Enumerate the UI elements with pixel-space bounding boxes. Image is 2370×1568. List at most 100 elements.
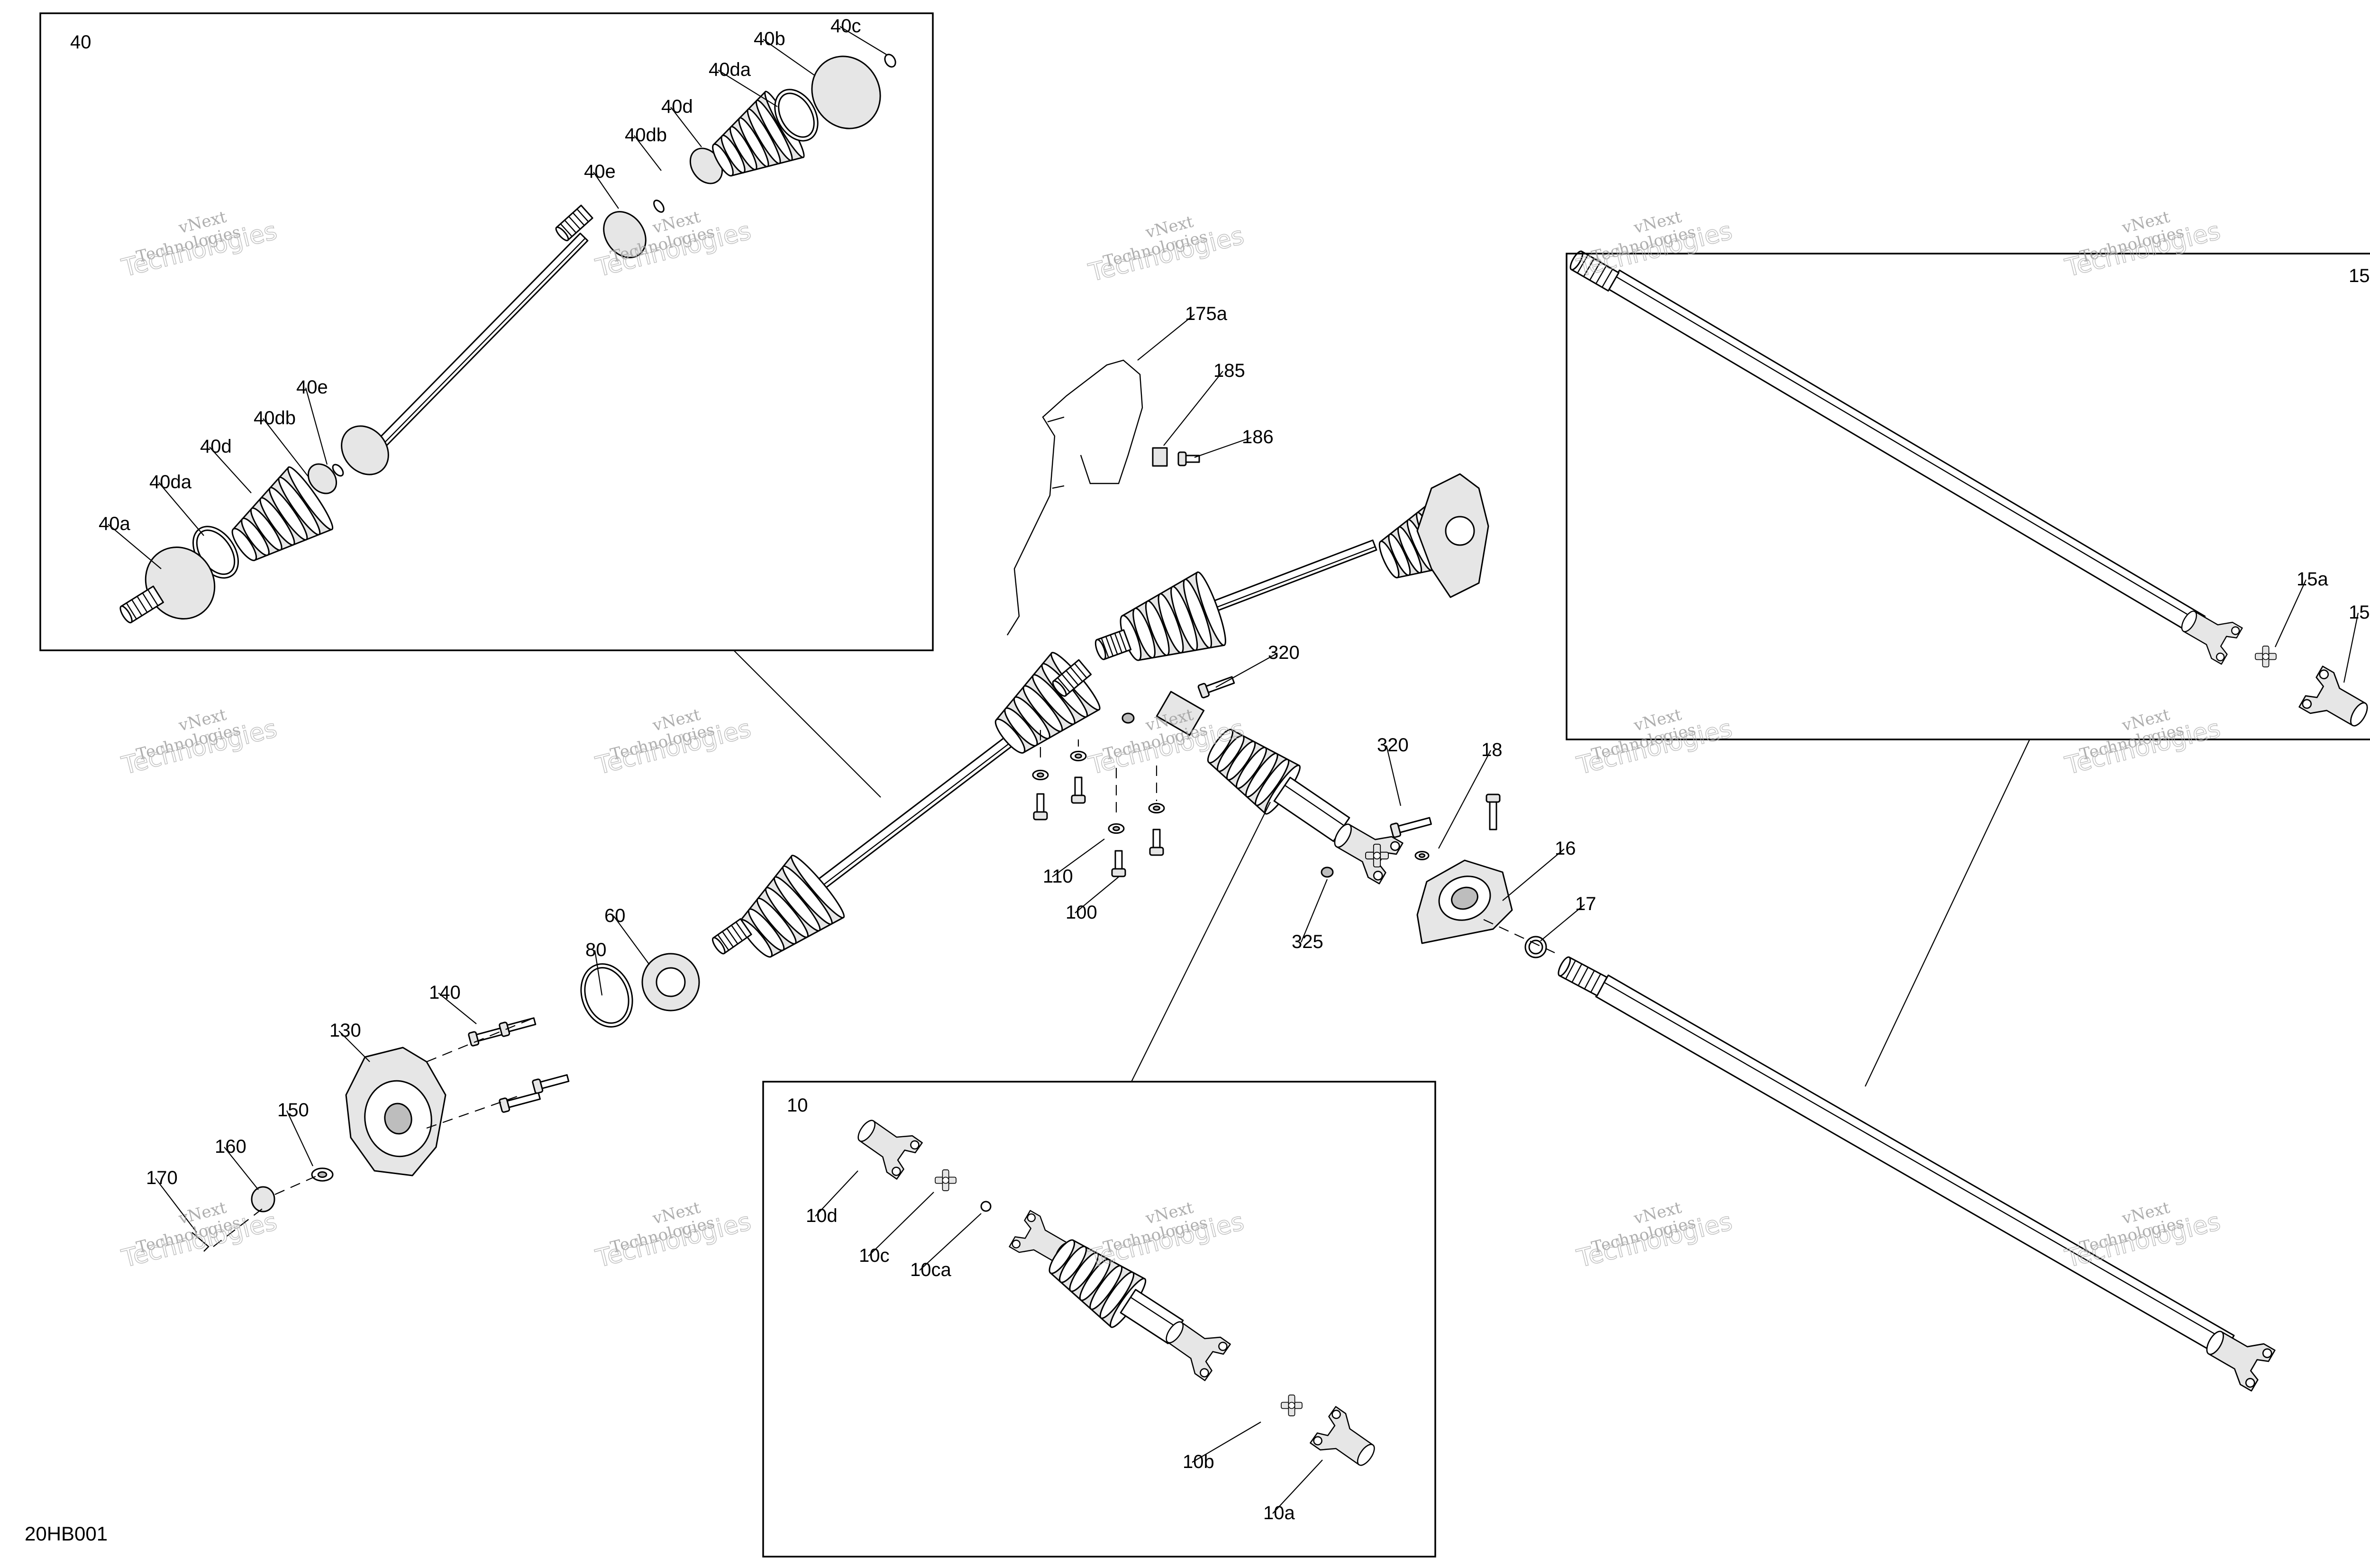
washer-110 bbox=[1108, 823, 1125, 834]
callout-15: 15 bbox=[2349, 265, 2370, 286]
dash-160 bbox=[213, 1206, 266, 1247]
callout-40e: 40e bbox=[296, 377, 328, 398]
callout-325: 325 bbox=[1292, 931, 1323, 952]
bolt-18 bbox=[1486, 793, 1501, 830]
callout-40d: 40d bbox=[661, 96, 693, 117]
leader-160 bbox=[224, 1147, 259, 1190]
inset40-axle-shaft bbox=[377, 232, 589, 448]
dash-bearing bbox=[1483, 919, 1555, 953]
bolt-140-lower bbox=[499, 1092, 541, 1113]
inset-40-connector bbox=[733, 650, 881, 798]
washer-left-upper bbox=[1032, 769, 1049, 781]
leader-40d bbox=[209, 447, 252, 493]
leader-40db bbox=[263, 418, 309, 477]
callout-140: 140 bbox=[429, 982, 461, 1003]
inset40-cv-joint-40b bbox=[811, 55, 881, 129]
callout-40c: 40c bbox=[830, 16, 861, 36]
prop-shaft-cross bbox=[1365, 844, 1389, 867]
callout-60: 60 bbox=[604, 905, 626, 926]
callout-185: 185 bbox=[1213, 360, 1245, 381]
leader-18 bbox=[1438, 750, 1491, 849]
bolt-140-lower-b bbox=[532, 1074, 570, 1094]
cotter-pin-170 bbox=[191, 1232, 210, 1252]
callout-40a: 40a bbox=[99, 513, 130, 534]
brake-line-clips bbox=[1047, 416, 1065, 489]
bolt-left-mid bbox=[1033, 793, 1048, 820]
inset40-tripod-lower bbox=[341, 425, 389, 475]
callout-150: 150 bbox=[277, 1100, 309, 1121]
callout-labels: 40c40b40da40d40db40e40e40db40d40da40a175… bbox=[25, 16, 2370, 1545]
leader-16 bbox=[1502, 848, 1565, 901]
callout-80: 80 bbox=[585, 939, 607, 960]
callout-40b: 40b bbox=[754, 28, 785, 49]
callout-17: 17 bbox=[1575, 893, 1596, 914]
callout-170: 170 bbox=[146, 1167, 178, 1188]
front-axle-spline-lower bbox=[712, 918, 752, 955]
front-axle-spline-upper bbox=[1052, 659, 1092, 697]
leader-10d bbox=[815, 1170, 858, 1217]
rear-driveshaft bbox=[1595, 974, 2235, 1358]
inset40-stub-40a bbox=[119, 585, 164, 624]
callout-leaders bbox=[108, 26, 2359, 1514]
leader-10b bbox=[1192, 1422, 1261, 1463]
inset-10-connector bbox=[1131, 802, 1271, 1082]
rear-axle-shaft bbox=[1192, 539, 1377, 620]
clip-185 bbox=[1152, 447, 1168, 467]
callout-15a: 15a bbox=[2297, 569, 2328, 590]
callout-18: 18 bbox=[1481, 739, 1503, 760]
leader-40a bbox=[108, 524, 162, 569]
inset10-yoke-10d bbox=[857, 1120, 923, 1180]
inset10-cross-10c bbox=[935, 1169, 957, 1191]
inset-frames bbox=[39, 12, 2370, 1558]
inset15-spline bbox=[1569, 250, 1620, 292]
washer-right-upper bbox=[1070, 750, 1087, 762]
leader-40da bbox=[718, 70, 778, 107]
rear-knuckle-hub bbox=[1445, 516, 1475, 546]
leader-40e bbox=[305, 387, 328, 465]
leader-10a bbox=[1272, 1459, 1323, 1514]
leader-40e bbox=[593, 172, 619, 209]
rear-driveshaft-spline bbox=[1558, 956, 1608, 997]
leader-320 bbox=[1215, 653, 1278, 688]
inset40-ring-40e-upper bbox=[653, 200, 665, 213]
inset-frame-15 bbox=[1566, 253, 2370, 740]
nut-325 bbox=[1321, 866, 1334, 878]
washer-18 bbox=[1414, 851, 1430, 860]
inset15-yoke bbox=[2181, 611, 2243, 665]
callout-10b: 10b bbox=[1183, 1451, 1214, 1472]
callout-320: 320 bbox=[1268, 642, 1300, 663]
leader-185 bbox=[1163, 371, 1223, 446]
inset40-clamp-40db-lower bbox=[307, 463, 337, 494]
callout-40db: 40db bbox=[625, 125, 667, 146]
bolt-100 bbox=[1111, 850, 1126, 877]
callout-10: 10 bbox=[787, 1095, 808, 1116]
inset10-cross-10b bbox=[1281, 1395, 1303, 1416]
reference-code: 20HB001 bbox=[25, 1522, 108, 1545]
callout-40db: 40db bbox=[254, 408, 296, 428]
bolt-320-upper bbox=[1197, 676, 1235, 699]
leader-40d bbox=[670, 107, 702, 147]
callout-10d: 10d bbox=[806, 1205, 838, 1226]
front-axle-shaft bbox=[802, 724, 1028, 902]
dash-150 bbox=[274, 1175, 318, 1195]
prop-shaft-front-yoke bbox=[1156, 691, 1205, 736]
bolt-right-lower bbox=[1149, 829, 1164, 856]
leader-17 bbox=[1540, 904, 1585, 941]
rear-driveshaft-yoke bbox=[2206, 1331, 2276, 1392]
leader-110 bbox=[1052, 839, 1105, 877]
callout-320: 320 bbox=[1377, 735, 1409, 756]
callout-10ca: 10ca bbox=[910, 1259, 951, 1280]
washer-150 bbox=[311, 1167, 334, 1182]
callout-100: 100 bbox=[1066, 902, 1097, 923]
leader-10c bbox=[868, 1192, 934, 1257]
leader-40da bbox=[158, 482, 204, 536]
callout-175a: 175a bbox=[1185, 303, 1228, 324]
